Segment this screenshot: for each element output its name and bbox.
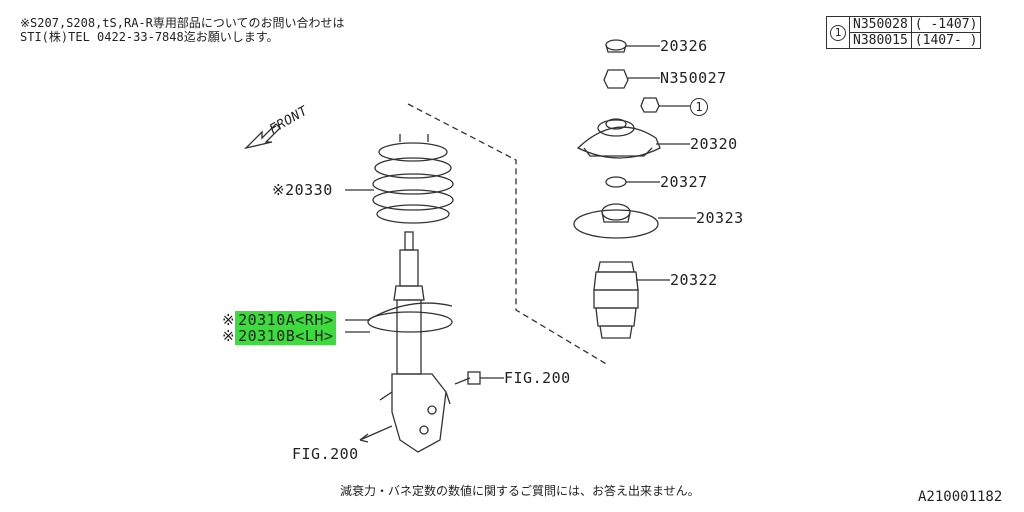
footer-note: 減衰力・バネ定数の数値に関するご質問には、お答え出来ません。 — [340, 484, 700, 498]
callout-marker-1: 1 — [690, 98, 708, 116]
callout-part-2: N380015 — [849, 32, 912, 49]
nut-n350027 — [603, 69, 629, 89]
callout-part-1: N350028 — [849, 16, 912, 33]
part-label-20322[interactable]: 20322 — [670, 271, 718, 289]
inquiry-note-line2: STI(株)TEL 0422-33-7848迄お願いします。 — [20, 30, 279, 44]
part-label-20330[interactable]: ※20330 — [272, 181, 333, 199]
bump-cup-20323 — [573, 203, 659, 239]
dashed-leader — [407, 103, 609, 366]
washer-20327 — [605, 176, 627, 188]
part-label-20310a[interactable]: 20310A<RH> — [235, 311, 337, 329]
callout-range-1: ( -1407) — [910, 16, 982, 33]
front-arrow-icon — [243, 123, 281, 150]
part-label-20320[interactable]: 20320 — [690, 135, 738, 153]
cap-20326 — [605, 39, 627, 53]
part-label-n350027[interactable]: N350027 — [660, 69, 727, 87]
part-label-20310b[interactable]: 20310B<LH> — [235, 327, 337, 345]
mount-20320 — [576, 118, 661, 159]
part-mark-20310b: ※ — [222, 327, 236, 345]
part-label-20327[interactable]: 20327 — [660, 173, 708, 191]
callout-table: 1 N350028 ( -1407) N380015 (1407- ) — [826, 16, 982, 49]
bolt — [454, 371, 481, 385]
nut-callout-1 — [640, 97, 660, 113]
part-mark-20310a: ※ — [222, 311, 236, 329]
fig-ref-bolt[interactable]: FIG.200 — [504, 369, 571, 387]
part-label-20323[interactable]: 20323 — [696, 209, 744, 227]
inquiry-note-line1: ※S207,S208,tS,RA-R専用部品についてのお問い合わせは — [20, 16, 345, 30]
callout-marker: 1 — [830, 24, 846, 41]
dust-boot-20322 — [593, 261, 639, 339]
strut-body — [367, 231, 453, 453]
diagram-code: A210001182 — [918, 489, 1003, 505]
fig-ref-bottom[interactable]: FIG.200 — [292, 445, 359, 463]
part-label-20326[interactable]: 20326 — [660, 37, 708, 55]
leader-lines — [345, 45, 696, 443]
callout-range-2: (1407- ) — [910, 32, 982, 49]
coil-spring — [372, 134, 454, 224]
